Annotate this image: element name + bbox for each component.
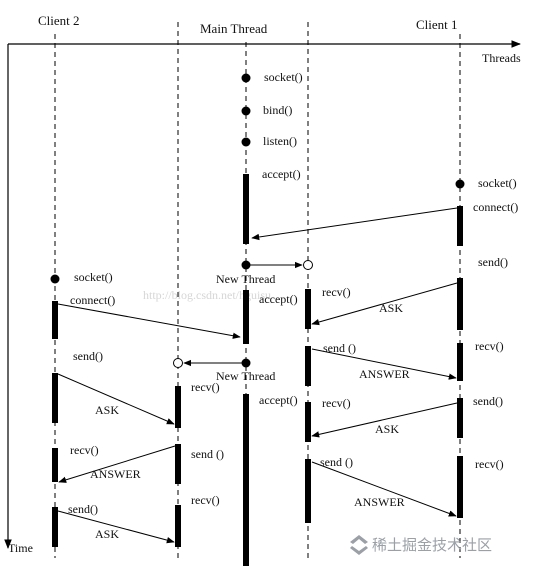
main-bind-dot: [241, 106, 251, 116]
thread2-start-circle: [173, 358, 183, 368]
label-thread2-recv1: recv(): [191, 380, 220, 394]
label-client1-recv2: recv(): [475, 457, 504, 471]
thread1-activation-recv1: [305, 289, 311, 329]
label-main-socket: socket(): [264, 70, 303, 84]
label-main-listen: listen(): [263, 134, 297, 148]
thread2-activation-recv2: [175, 505, 181, 547]
message-ask-3: ASK: [375, 422, 399, 436]
threads-axis-label: Threads: [482, 51, 521, 65]
client1-activation-send2: [457, 398, 463, 438]
client2-connect-arrow: [57, 303, 241, 339]
label-thread2-recv2: recv(): [191, 493, 220, 507]
client2-ask-arrow: [57, 373, 175, 425]
label-thread1-recv1: recv(): [322, 285, 351, 299]
thread2-activation-recv1: [175, 386, 181, 428]
header-client2: Client 2: [38, 13, 80, 28]
thread1-activation-recv2: [305, 402, 311, 442]
client1-activation-recv2: [457, 456, 463, 518]
label-client2-recv: recv(): [70, 443, 99, 457]
client2-ask2-arrow: [57, 510, 175, 544]
brand-watermark: 稀土掘金技术社区: [350, 535, 492, 555]
client1-activation-recv1: [457, 343, 463, 381]
client2-activation-send1: [52, 373, 58, 423]
label-client2-send1: send(): [73, 349, 103, 363]
time-axis-label: Time: [8, 541, 33, 555]
client1-activation-connect: [457, 206, 463, 246]
main-activation-accept2: [243, 290, 249, 344]
brand-logo-icon: [350, 535, 368, 555]
main-listen-dot: [241, 137, 251, 147]
label-thread1-accept: accept(): [259, 393, 298, 407]
thread1-answer2-arrow: [311, 461, 457, 517]
label-new-thread-2: New Thread: [216, 369, 275, 383]
client1-activation-send1: [457, 278, 463, 330]
header-main-thread: Main Thread: [200, 21, 268, 36]
thread2-answer-arrow: [58, 445, 176, 483]
brand-text: 稀土掘金技术社区: [372, 536, 492, 554]
label-client2-connect: connect(): [70, 293, 115, 307]
label-thread1-send2: send (): [320, 455, 353, 469]
message-ask-4: ASK: [95, 527, 119, 541]
label-main-accept1: accept(): [262, 167, 301, 181]
client1-ask2-arrow: [311, 402, 458, 438]
watermark-url: http://blog.csdn.net/hguisu: [143, 288, 271, 302]
client1-socket-dot: [455, 179, 465, 189]
label-thread2-send: send (): [191, 447, 224, 461]
label-main-bind: bind(): [263, 103, 292, 117]
label-client2-socket: socket(): [74, 270, 113, 284]
thread2-activation-send: [175, 444, 181, 484]
label-new-thread-1: New Thread: [216, 272, 275, 286]
label-client1-recv1: recv(): [475, 339, 504, 353]
client2-activation-send2: [52, 507, 58, 547]
label-client1-connect: connect(): [473, 200, 518, 214]
client1-connect-arrow: [251, 207, 458, 241]
label-thread1-recv2: recv(): [322, 396, 351, 410]
thread1-activation-send1: [305, 346, 311, 386]
main-activation-accept: [243, 174, 249, 244]
label-main-accept2: accept(): [259, 292, 298, 306]
message-ask-1: ASK: [379, 301, 403, 315]
message-answer-1: ANSWER: [359, 367, 410, 381]
header-client1: Client 1: [416, 17, 458, 32]
label-client1-socket: socket(): [478, 176, 517, 190]
message-answer-3: ANSWER: [354, 495, 405, 509]
message-answer-2: ANSWER: [90, 467, 141, 481]
client1-ask-arrow: [311, 282, 458, 326]
main-socket-dot: [241, 73, 251, 83]
client2-activation-recv: [52, 448, 58, 482]
thread1-activation-send2: [305, 459, 311, 523]
label-thread1-send1: send (): [323, 341, 356, 355]
main-activation-final: [243, 394, 249, 566]
label-client1-send1: send(): [478, 255, 508, 269]
client2-socket-dot: [50, 274, 60, 284]
message-ask-2: ASK: [95, 403, 119, 417]
label-client2-send2: send(): [68, 502, 98, 516]
client2-activation-connect: [52, 301, 58, 339]
thread1-start-circle: [303, 260, 313, 270]
label-client1-send2: send(): [473, 394, 503, 408]
thread1-answer-arrow: [311, 348, 457, 380]
